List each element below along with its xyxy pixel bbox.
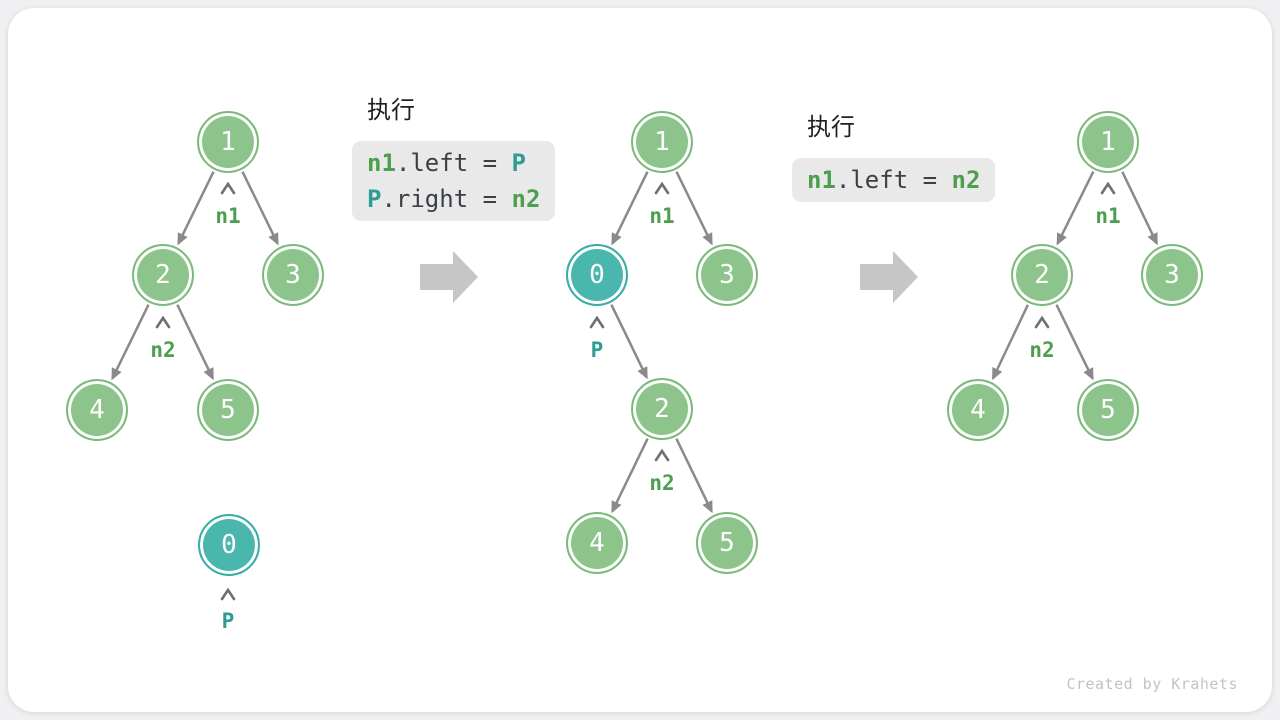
tree1-node-1: 1 <box>197 111 259 173</box>
code-token: n1 <box>807 166 836 194</box>
tree3-node-2: 2 <box>1011 244 1073 306</box>
pointer-caret-icon <box>654 181 670 195</box>
tree-edge <box>611 171 649 246</box>
pointer-caret-icon <box>589 315 605 329</box>
node-value: 3 <box>285 260 301 290</box>
tree3-node-3: 3 <box>1141 244 1203 306</box>
tree-edge <box>177 171 215 246</box>
step-transition-arrow-icon <box>860 251 918 303</box>
pointer-caret-icon <box>1100 181 1116 195</box>
tree-edge <box>176 304 214 381</box>
watermark: Created by Krahets <box>1066 675 1238 693</box>
tree-edge <box>610 304 648 380</box>
pointer-caret-icon <box>220 587 236 601</box>
code-token: n2 <box>511 185 541 213</box>
node-value: 5 <box>1100 395 1116 425</box>
node-value: 0 <box>221 530 237 560</box>
tree1-node-4: 4 <box>66 379 128 441</box>
node-value: 0 <box>589 260 605 290</box>
code-token: .left = <box>395 149 512 177</box>
tree1-node-3: 3 <box>262 244 324 306</box>
code-token: .left = <box>835 166 952 194</box>
node-value: 3 <box>719 260 735 290</box>
tree-edge <box>1055 304 1094 381</box>
code-token: n1 <box>367 149 396 177</box>
tree-edge <box>675 438 713 514</box>
tree2-node-2: 2 <box>631 378 693 440</box>
node-value: 2 <box>654 394 670 424</box>
tree1-node-2: 2 <box>132 244 194 306</box>
tree-edge <box>1056 171 1095 246</box>
pointer-label-n2: n2 <box>649 471 675 495</box>
tree2-node-0: 0 <box>566 244 628 306</box>
code-line: n1.left = n2 <box>807 162 980 198</box>
tree2-node-1: 1 <box>631 111 693 173</box>
tree-edge <box>991 304 1029 381</box>
node-value: 2 <box>1034 260 1050 290</box>
node-value: 5 <box>719 528 735 558</box>
node-value: 1 <box>220 127 236 157</box>
tree-edge <box>675 171 713 246</box>
tree3-node-5: 5 <box>1077 379 1139 441</box>
code-token: P <box>511 149 526 177</box>
tree2-node-3: 3 <box>696 244 758 306</box>
code-token: .right = <box>381 185 512 213</box>
node-value: 4 <box>970 395 986 425</box>
tree3-node-1: 1 <box>1077 111 1139 173</box>
pointer-caret-icon <box>654 448 670 462</box>
node-value: 1 <box>1100 127 1116 157</box>
node-value: 4 <box>89 395 105 425</box>
code-token: n2 <box>951 166 981 194</box>
code-line: n1.left = P <box>367 145 540 181</box>
tree-edge <box>1121 171 1158 246</box>
pointer-caret-icon <box>220 181 236 195</box>
tree3-node-4: 4 <box>947 379 1009 441</box>
step-2-heading: 执行 <box>807 114 855 141</box>
node-value: 3 <box>1164 260 1180 290</box>
tree-edge <box>611 438 649 514</box>
pointer-label-n1: n1 <box>215 204 241 228</box>
step-2-code-box: n1.left = n2 <box>792 158 996 202</box>
node-value: 1 <box>654 127 670 157</box>
tree2-node-5: 5 <box>696 512 758 574</box>
tree-edge <box>111 304 150 381</box>
pointer-label-n1: n1 <box>649 204 675 228</box>
tree2-node-4: 4 <box>566 512 628 574</box>
pointer-label-P: P <box>590 338 604 362</box>
pointer-label-n2: n2 <box>1029 338 1055 362</box>
code-token: P <box>367 185 382 213</box>
pointer-label-n1: n1 <box>1095 204 1121 228</box>
pointer-label-P: P <box>221 609 235 633</box>
pointer-label-n2: n2 <box>150 338 176 362</box>
tree1-node-0: 0 <box>198 514 260 576</box>
node-value: 4 <box>589 528 605 558</box>
tree-edge <box>241 171 279 246</box>
pointer-caret-icon <box>1034 315 1050 329</box>
node-value: 5 <box>220 395 236 425</box>
code-line: P.right = n2 <box>367 181 540 217</box>
step-transition-arrow-icon <box>420 251 478 303</box>
node-value: 2 <box>155 260 171 290</box>
step-1-heading: 执行 <box>367 97 415 124</box>
tree1-node-5: 5 <box>197 379 259 441</box>
pointer-caret-icon <box>155 315 171 329</box>
step-2: 执行 n1.left = n2 <box>792 113 996 202</box>
